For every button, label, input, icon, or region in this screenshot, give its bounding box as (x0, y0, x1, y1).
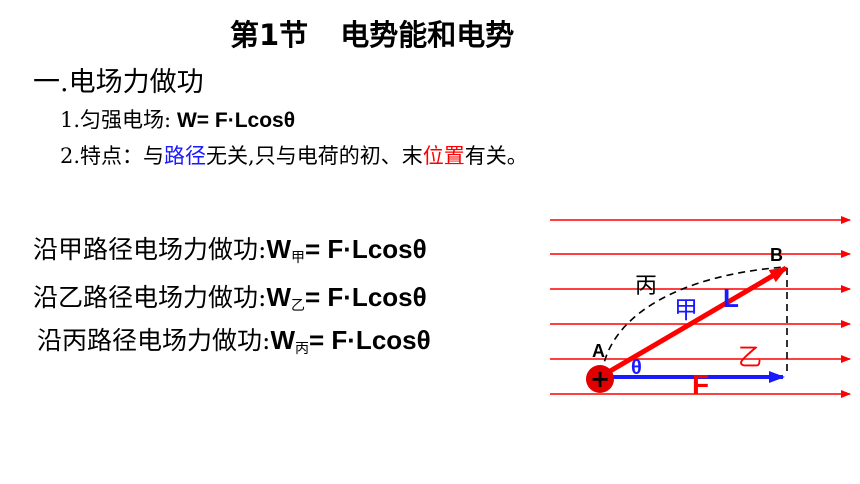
path-yi-sub: 乙 (290, 298, 305, 314)
page-title: 第1节电势能和电势 (230, 12, 514, 54)
section-number: 第1节 (230, 18, 309, 52)
path-word: 路径 (164, 144, 207, 168)
path-bing-label: 丙 (635, 274, 657, 299)
path-jia-w: W (266, 234, 291, 264)
path-bing-label: 沿丙路径电场力做功: (37, 326, 271, 355)
point-a-label: A (592, 341, 605, 361)
characteristic-middle: 无关,只与电荷的初、末 (206, 144, 423, 168)
field-lines (550, 216, 851, 398)
path-yi-label: 乙 (738, 343, 762, 371)
characteristic-suffix: 有关。 (464, 144, 528, 168)
path-jia-work: 沿甲路径电场力做功:W甲= F·Lcosθ (33, 230, 427, 267)
path-yi-formula: = F·Lcosθ (304, 282, 427, 312)
path-bing-w: W (270, 325, 295, 355)
path-yi-work: 沿乙路径电场力做功:W乙= F·Lcosθ (33, 278, 427, 315)
electric-field-diagram: + A B 丙 甲 L 乙 θ F (550, 216, 851, 400)
section-heading: 一.电场力做功 (33, 67, 204, 98)
angle-label: θ (631, 357, 642, 379)
work-formula: W= F·Lcosθ (171, 109, 296, 132)
uniform-field-label: 1.匀强电场: (60, 108, 172, 132)
length-label: L (723, 283, 739, 313)
section-topic: 电势能和电势 (340, 18, 515, 52)
displacement-arrow (598, 265, 788, 380)
uniform-field-item: 1.匀强电场: W= F·Lcosθ (60, 104, 295, 134)
path-bing-formula: = F·Lcosθ (308, 325, 431, 355)
characteristic-item: 2.特点：与路径无关,只与电荷的初、末位置有关。 (60, 140, 528, 170)
path-bing-sub: 丙 (294, 341, 309, 357)
path-jia-label: 甲 (674, 296, 698, 324)
positive-charge (586, 365, 614, 393)
path-jia-label: 沿甲路径电场力做功: (33, 235, 267, 264)
characteristic-prefix: 2.特点：与 (60, 144, 165, 168)
path-yi-label: 沿乙路径电场力做功: (33, 283, 267, 312)
charge-sign: + (590, 365, 610, 393)
path-jia-formula: = F·Lcosθ (304, 234, 427, 264)
path-bing-work: 沿丙路径电场力做功:W丙= F·Lcosθ (37, 321, 431, 358)
position-word: 位置 (422, 144, 465, 168)
force-label: F (692, 369, 709, 400)
path-jia-sub: 甲 (290, 250, 305, 266)
point-b-label: B (770, 245, 783, 265)
path-yi-w: W (266, 282, 291, 312)
